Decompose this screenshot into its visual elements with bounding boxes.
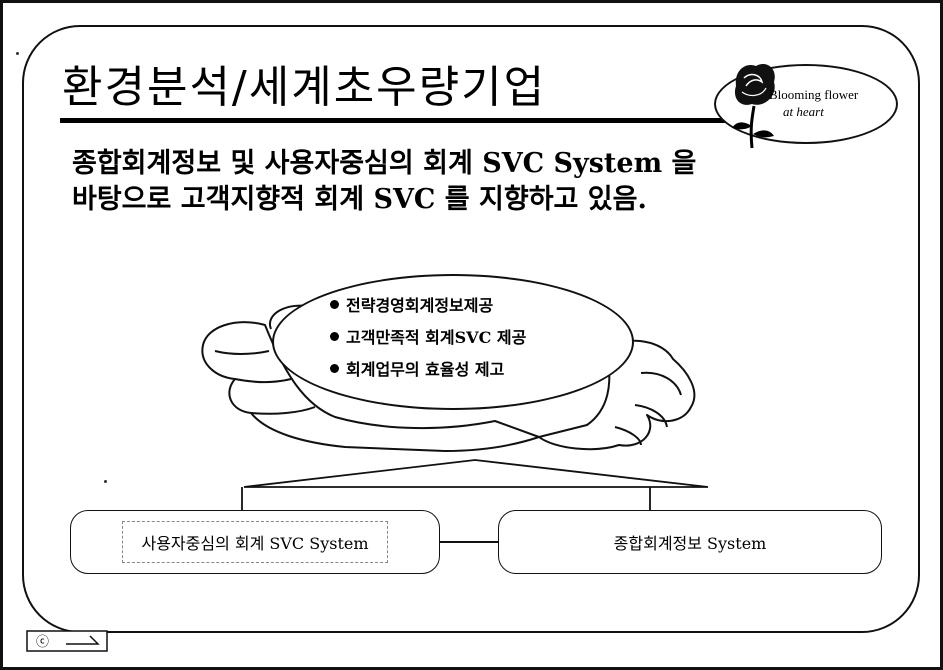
badge-line-1: Blooming flower — [769, 87, 859, 102]
slide-corner-icon[interactable]: ⓒ — [26, 630, 108, 652]
list-item-label: 고객만족적 회계SVC 제공 — [346, 328, 527, 347]
list-item: 고객만족적 회계SVC 제공 — [330, 322, 526, 354]
user-centric-svc-label: 사용자중심의 회계 SVC System — [122, 521, 388, 563]
title-underline — [60, 118, 728, 123]
page-title: 환경분석/세계초우량기업 — [62, 62, 547, 113]
integrated-info-box: 종합회계정보 System — [498, 510, 882, 574]
user-centric-svc-box: 사용자중심의 회계 SVC System — [70, 510, 440, 574]
lead-line-1: 종합회계정보 및 사용자중심의 회계 SVC System 을 — [72, 148, 697, 179]
footer-glyph: ⓒ — [36, 635, 49, 650]
key-points-oval — [272, 274, 634, 410]
integrated-info-label: 종합회계정보 System — [613, 534, 767, 553]
bullet-icon — [330, 364, 339, 373]
list-item: 전략경영회계정보제공 — [330, 290, 526, 322]
bullet-icon — [330, 300, 339, 309]
speck-dot — [16, 52, 19, 55]
badge-line-2: at heart — [783, 104, 824, 119]
rose-icon — [732, 63, 775, 149]
speck-dot — [104, 480, 107, 483]
badge-caption: Blooming flower at heart — [769, 86, 858, 120]
list-item-label: 전략경영회계정보제공 — [346, 296, 494, 315]
lead-text: 종합회계정보 및 사용자중심의 회계 SVC System 을 바탕으로 고객지… — [72, 146, 696, 218]
boxes-connector — [440, 541, 498, 543]
list-item: 회계업무의 효율성 제고 — [330, 354, 526, 386]
lead-line-2: 바탕으로 고객지향적 회계 SVC 를 지향하고 있음. — [72, 184, 647, 215]
list-item-label: 회계업무의 효율성 제고 — [346, 360, 505, 379]
open-hands-illustration — [201, 304, 696, 452]
bullet-icon — [330, 332, 339, 341]
key-points-list: 전략경영회계정보제공 고객만족적 회계SVC 제공 회계업무의 효율성 제고 — [330, 290, 526, 386]
flower-badge: Blooming flower at heart — [714, 56, 898, 152]
